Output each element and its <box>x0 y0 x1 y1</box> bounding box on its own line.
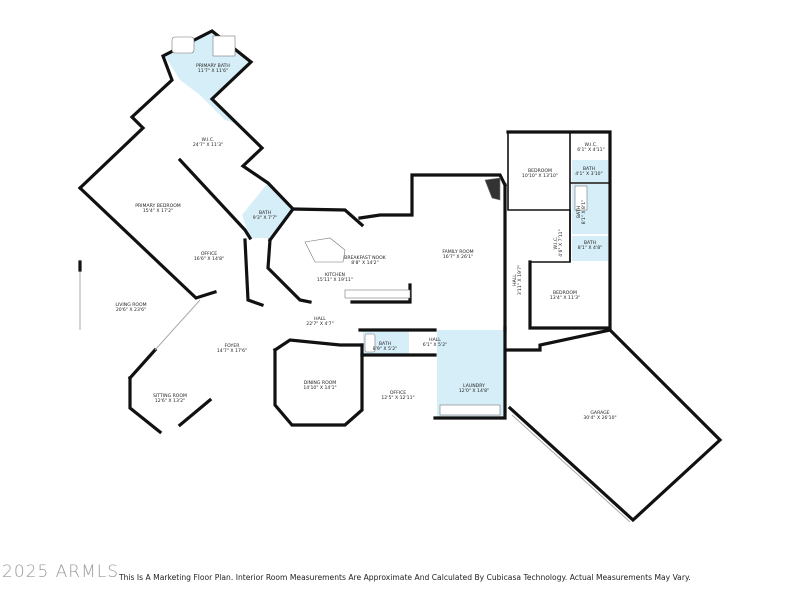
fixtures <box>171 35 588 416</box>
room-name: KITCHEN <box>325 272 345 278</box>
room-dims: 11'7" X 11'6" <box>198 68 228 74</box>
room-name: DINING ROOM <box>304 380 337 386</box>
room-name: W.I.C. <box>553 237 559 250</box>
room-dims: 16'6" X 14'8" <box>194 256 224 262</box>
room-dims: 12'6" X 13'2" <box>155 398 185 404</box>
room-dims: 8'1" X 4'8" <box>578 245 603 251</box>
room-dims: 14'7" X 17'6" <box>217 348 247 354</box>
room-dims: 3'11" X 19'7" <box>517 265 523 295</box>
room-name: GARAGE <box>590 410 609 416</box>
room-name: HALL <box>314 316 326 322</box>
room-dims: 8'1" X 8'1" <box>581 200 587 225</box>
walls <box>77 29 723 523</box>
room-dims: 8'8" X 14'2" <box>351 260 378 266</box>
room-name: BATH <box>583 166 595 172</box>
room-name: BEDROOM <box>553 290 577 296</box>
disclaimer-text: This Is A Marketing Floor Plan. Interior… <box>119 573 691 582</box>
room-name: SITTING ROOM <box>153 393 187 399</box>
room-name: BATH <box>379 341 391 347</box>
room-name: HALL <box>512 274 518 286</box>
room-dims: 24'7" X 11'3" <box>193 142 223 148</box>
room-name: BATH <box>259 210 271 216</box>
room-name: OFFICE <box>201 251 217 257</box>
room-dims: 9'3" X 7'7" <box>253 215 278 221</box>
room-dims: 16'7" X 26'1" <box>443 254 473 260</box>
room-name: FAMILY ROOM <box>442 249 473 255</box>
room-name: PRIMARY BEDROOM <box>135 203 181 209</box>
room-name: HALL <box>429 337 441 343</box>
room-dims: 15'11" X 19'11" <box>317 277 353 283</box>
room-labels: PRIMARY BATH 11'7" X 11'6" W.I.C. 24'7" … <box>115 63 616 421</box>
room-dims: 4'6" X 7'11" <box>558 229 564 256</box>
room-dims: 30'4" X 26'10" <box>583 415 616 421</box>
room-name: BREAKFAST NOOK <box>344 255 387 261</box>
room-dims: 8'9" X 5'2" <box>373 346 398 352</box>
room-dims: 12'0" X 14'8" <box>459 388 489 394</box>
room-name: W.I.C. <box>202 137 215 143</box>
room-dims: 12'5" X 12'11" <box>381 395 414 401</box>
room-name: BEDROOM <box>528 168 552 174</box>
room-name: OFFICE <box>390 390 406 396</box>
room-dims: 15'4" X 17'2" <box>143 208 173 214</box>
room-name: BATH <box>584 240 596 246</box>
room-name: PRIMARY BATH <box>196 63 230 69</box>
room-name: LAUNDRY <box>463 383 485 389</box>
room-name: LIVING ROOM <box>115 302 146 308</box>
room-name: BATH <box>576 206 582 218</box>
room-name: FOYER <box>225 343 241 349</box>
room-dims: 6'1" X 4'11" <box>577 147 604 153</box>
wet-room-fills <box>165 32 608 418</box>
room-dims: 14'10" X 14'1" <box>303 385 336 391</box>
room-dims: 6'1" X 5'2" <box>423 342 448 348</box>
watermark: 2025 ARMLS <box>2 562 120 582</box>
room-dims: 4'1" X 3'10" <box>575 171 602 177</box>
room-dims: 10'10" X 13'10" <box>522 173 558 179</box>
room-dims: 20'6" X 23'6" <box>116 307 146 313</box>
room-dims: 22'7" X 4'7" <box>306 321 333 327</box>
room-name: W.I.C. <box>585 142 598 148</box>
room-dims: 13'4" X 11'3" <box>550 295 580 301</box>
